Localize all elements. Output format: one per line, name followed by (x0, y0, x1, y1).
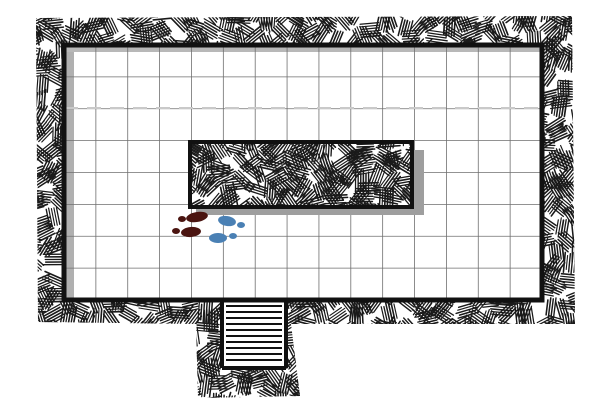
footprints-dark-icon (172, 211, 208, 238)
room-walls (61, 42, 545, 303)
central-pillar (188, 140, 414, 209)
stairs-icon (220, 300, 288, 370)
room (64, 45, 542, 300)
footprints-blue-icon (209, 215, 245, 243)
room-shadow-top (64, 45, 542, 52)
